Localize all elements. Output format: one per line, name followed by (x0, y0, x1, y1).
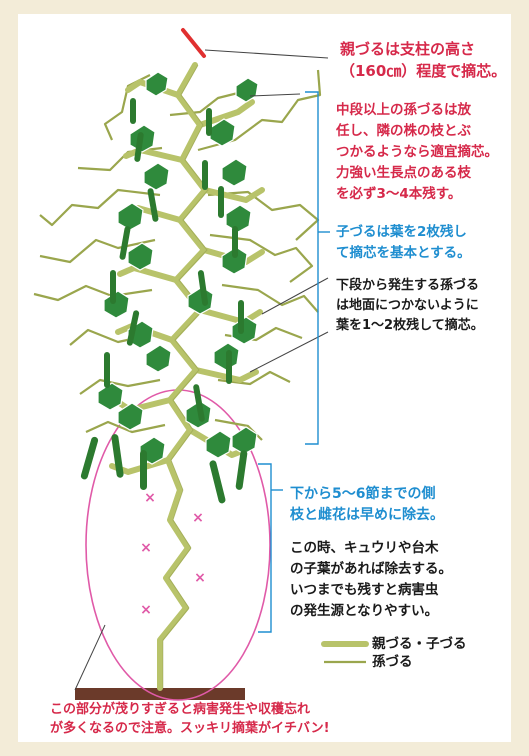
cucumber (235, 450, 248, 490)
cucumber (197, 270, 209, 306)
leaf (97, 382, 124, 411)
leaf (117, 402, 144, 431)
removal-x-mark: × (140, 602, 152, 618)
legend-swatches (321, 641, 369, 664)
cucumber (130, 98, 136, 124)
leaf (127, 242, 154, 271)
removal-marks: × × × × × (140, 490, 206, 618)
cucumber (119, 226, 131, 260)
removal-x-mark: × (192, 510, 204, 526)
cucumber (80, 436, 99, 480)
leaf (117, 202, 144, 231)
leader-lines (74, 49, 329, 691)
annotation-lower-nodes: 下から5〜6節までの側 枝と雌花は早めに除去。 (290, 486, 444, 523)
annotation-lower-grandchild: 下段から発生する孫づる は地面につかないように 葉を1〜2枚残して摘芯。 (336, 278, 484, 333)
cucumber (126, 310, 140, 346)
leaf (205, 430, 232, 459)
cucumber (147, 188, 159, 222)
leaf (231, 426, 258, 455)
cucumber (226, 350, 232, 384)
leaf (145, 344, 172, 373)
diagram-frame (18, 14, 511, 742)
legend-thin-label: 孫づる (372, 654, 413, 670)
cucumber (110, 270, 116, 304)
legend-thick-label: 親づる・子づる (372, 636, 467, 652)
annotation-parent-top: 親づるは支柱の高さ （160㎝）程度で摘芯。 (340, 40, 507, 80)
leaf (145, 71, 169, 97)
cucumber (238, 300, 244, 334)
leaf (209, 118, 236, 147)
pinched-tip-mark (181, 28, 206, 58)
cucumber (232, 226, 238, 258)
cucumber (134, 132, 144, 162)
grandchild-vines (33, 69, 322, 441)
leaf (235, 77, 259, 103)
vine-stroke-outline (162, 64, 209, 688)
cucumber (140, 450, 147, 490)
cucumbers (80, 98, 248, 504)
removal-x-mark: × (194, 570, 206, 586)
annotation-rootstock: この時、キュウリや台木 の子葉があれば除去する。 いつまでも残すと病害虫 の発生… (290, 540, 452, 619)
soil (75, 688, 245, 700)
cucumber (111, 434, 124, 478)
annotation-bottom-caution: この部分が茂りすぎると病害発生や収穫忘れ が多くなるので注意。スッキリ摘葉がイチ… (50, 702, 330, 736)
cucumber (104, 352, 110, 388)
blue-brackets (258, 91, 330, 633)
leaf (221, 158, 248, 187)
cucumber (218, 186, 224, 218)
annotation-mid-grandchild: 中段以上の孫づるは放 任し、隣の株の枝とぶ つかるようなら適宜摘芯。 力強い生長… (336, 102, 498, 202)
removal-x-mark: × (140, 540, 152, 556)
leaf (225, 204, 252, 233)
cucumber (209, 460, 226, 504)
removal-x-mark: × (144, 490, 156, 506)
cucumber (193, 384, 205, 422)
annotation-child-vine: 子づるは葉を2枚残し て摘芯を基本とする。 (336, 224, 471, 261)
leaf (143, 162, 170, 191)
cucumber (206, 108, 212, 136)
cucumber (202, 160, 208, 190)
